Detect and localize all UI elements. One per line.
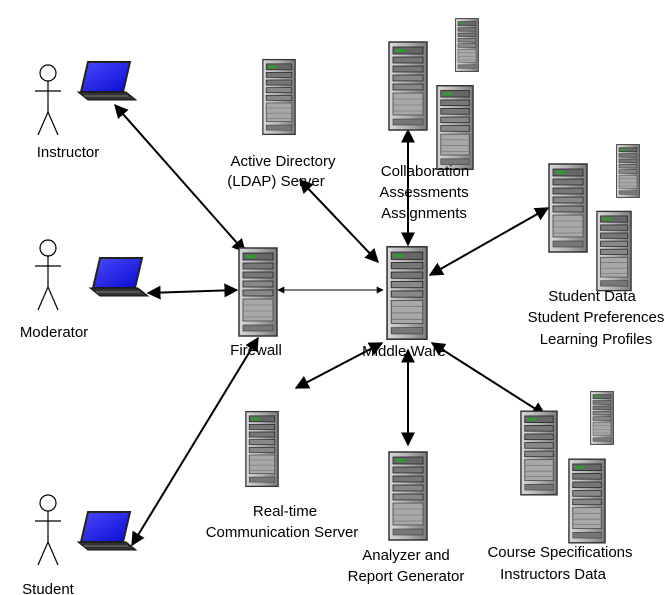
laptop-icon <box>79 61 132 93</box>
actor-instructor <box>35 64 61 136</box>
laptop-student <box>76 511 138 551</box>
laptop-icon <box>79 511 132 543</box>
label-analyzer-line2: Report Generator <box>348 568 465 585</box>
server-icon-course-c <box>568 458 606 544</box>
edge-moderator-firewall <box>146 283 239 300</box>
server-icon-firewall <box>238 247 278 337</box>
label-realtime-line2: Communication Server <box>206 524 359 541</box>
server-icon-studentdata-a <box>548 163 588 253</box>
edge-instructor-firewall <box>114 103 246 254</box>
label-ldap-line1: Active Directory <box>230 153 336 170</box>
laptop-icon <box>91 257 144 289</box>
label-moderator: Moderator <box>20 324 88 341</box>
server-icon-ldap <box>262 58 296 136</box>
edge-course-middleware <box>430 342 547 416</box>
laptop-instructor <box>76 61 138 101</box>
server-icon-studentdata-b <box>616 144 640 198</box>
server-icon-middleware <box>386 245 428 341</box>
edge-realtime-middleware <box>294 342 384 389</box>
label-analyzer-line1: Analyzer and <box>362 547 450 564</box>
label-course-line2: Instructors Data <box>500 566 607 583</box>
server-icon-studentdata-c <box>596 210 632 292</box>
laptop-moderator <box>88 257 150 297</box>
actor-moderator <box>35 239 61 311</box>
label-instructor: Instructor <box>37 144 100 161</box>
edge-student-firewall <box>131 336 259 547</box>
stick-figure-icon <box>39 239 57 257</box>
label-studentdata-line3: Learning Profiles <box>540 331 653 348</box>
label-studentdata-line1: Student Data <box>548 288 636 305</box>
label-realtime-line1: Real-time <box>253 503 317 520</box>
label-firewall: Firewall <box>230 342 282 359</box>
label-course-line1: Course Specifications <box>487 544 632 561</box>
label-studentdata-line2: Student Preferences <box>528 309 665 326</box>
edge-ldap-middleware <box>299 178 379 264</box>
label-collab-line2: Assessments <box>379 184 468 201</box>
label-ldap-line2: (LDAP) Server <box>227 173 325 190</box>
stick-figure-icon <box>39 494 57 512</box>
server-icon-realtime <box>245 410 279 488</box>
label-collab-line3: Assignments <box>381 205 467 222</box>
label-student: Student <box>22 581 75 595</box>
server-icon-course-b <box>590 391 614 445</box>
stick-figure-icon <box>39 64 57 82</box>
label-collab-line1: Collaboration <box>381 163 469 180</box>
edge-studentdata-middleware <box>428 207 550 276</box>
server-icon-collab-b <box>455 18 479 72</box>
server-icon-collab-a <box>388 41 428 131</box>
server-icon-course-a <box>520 410 558 496</box>
server-icon-collab-c <box>436 84 474 171</box>
label-middleware: Middle Ware <box>362 343 446 360</box>
actor-student <box>35 494 61 566</box>
server-icon-analyzer <box>388 451 428 541</box>
